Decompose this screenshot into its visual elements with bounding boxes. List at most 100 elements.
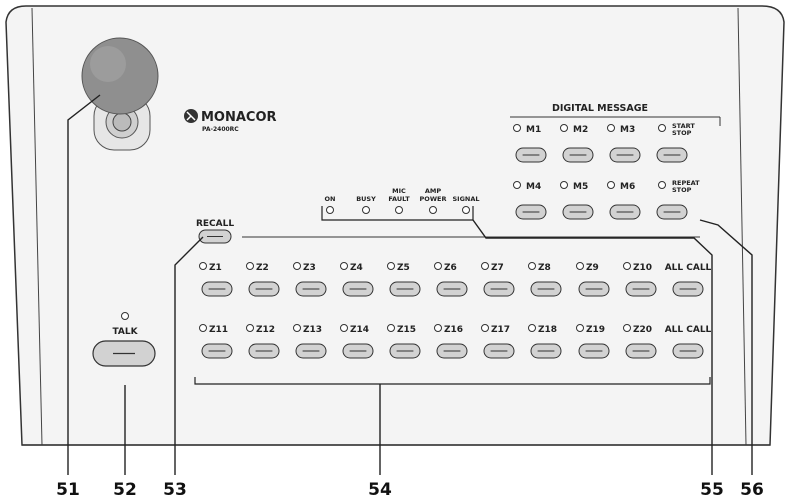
indicator-label-busy: BUSY — [356, 195, 376, 203]
housing-left-edge — [31, 7, 43, 446]
zone-button-z18[interactable] — [530, 343, 562, 359]
zone-led-z19 — [576, 324, 584, 332]
zone-button-z6[interactable] — [436, 281, 468, 297]
zone-label-z9: Z9 — [586, 263, 599, 273]
zone-label-z16: Z16 — [444, 325, 463, 335]
zone-led-z16 — [434, 324, 442, 332]
zone-label-z11: Z11 — [209, 325, 228, 335]
zone-led-z14 — [340, 324, 348, 332]
zone-button-z8[interactable] — [530, 281, 562, 297]
message-led-m3 — [607, 124, 615, 132]
indicator-label-fault: FAULT — [388, 195, 410, 203]
recall-label: RECALL — [196, 219, 234, 229]
message-button-m4[interactable] — [515, 204, 547, 220]
zone-button-z1[interactable] — [201, 281, 233, 297]
message-button-m5[interactable] — [562, 204, 594, 220]
zone-led-z1 — [199, 262, 207, 270]
zone-button-z5[interactable] — [389, 281, 421, 297]
indicator-label-power: POWER — [420, 195, 447, 203]
message-label-repeat-stop-2: STOP — [672, 186, 692, 194]
callout-52: 52 — [113, 480, 137, 500]
callout-56: 56 — [740, 480, 764, 500]
led-signal — [462, 206, 470, 214]
message-button-m6[interactable] — [609, 204, 641, 220]
message-button-m2[interactable] — [562, 147, 594, 163]
zone-button-z4[interactable] — [342, 281, 374, 297]
message-label-m3: M3 — [620, 125, 635, 135]
talk-section: TALK — [92, 312, 156, 367]
zone-button-z17[interactable] — [483, 343, 515, 359]
led-mic-fault — [395, 206, 403, 214]
housing-outline — [5, 5, 785, 446]
all-call-button-row1[interactable] — [672, 281, 704, 297]
callout-55: 55 — [700, 480, 724, 500]
talk-label: TALK — [112, 327, 138, 337]
zone-label-z19: Z19 — [586, 325, 605, 335]
zone-led-z17 — [481, 324, 489, 332]
zone-button-z19[interactable] — [578, 343, 610, 359]
zone-label-z4: Z4 — [350, 263, 363, 273]
zone-button-z11[interactable] — [201, 343, 233, 359]
zone-button-z10[interactable] — [625, 281, 657, 297]
zone-led-z13 — [293, 324, 301, 332]
callout-54: 54 — [368, 480, 392, 500]
zone-button-z15[interactable] — [389, 343, 421, 359]
zone-label-z6: Z6 — [444, 263, 457, 273]
zone-led-z18 — [528, 324, 536, 332]
indicator-label-signal: SIGNAL — [452, 195, 479, 203]
message-led-repeat-stop — [658, 181, 666, 189]
message-button-start-stop[interactable] — [656, 147, 688, 163]
zone-button-z16[interactable] — [436, 343, 468, 359]
zone-button-z9[interactable] — [578, 281, 610, 297]
message-label-m6: M6 — [620, 182, 635, 192]
zone-button-z12[interactable] — [248, 343, 280, 359]
led-busy — [362, 206, 370, 214]
zone-bracket — [194, 377, 711, 385]
message-label-start-stop-1: START — [672, 122, 695, 130]
zone-button-z13[interactable] — [295, 343, 327, 359]
zone-led-z8 — [528, 262, 536, 270]
indicator-label-mic: MIC — [392, 187, 406, 195]
zone-button-z20[interactable] — [625, 343, 657, 359]
all-call-button-row2[interactable] — [672, 343, 704, 359]
all-call-label-row2: ALL CALL — [665, 325, 712, 335]
zone-button-z14[interactable] — [342, 343, 374, 359]
zone-label-z12: Z12 — [256, 325, 275, 335]
message-label-m1: M1 — [526, 125, 541, 135]
zone-button-z7[interactable] — [483, 281, 515, 297]
zone-label-z14: Z14 — [350, 325, 369, 335]
zone-button-z3[interactable] — [295, 281, 327, 297]
gooseneck-microphone[interactable] — [81, 37, 159, 151]
zone-led-z9 — [576, 262, 584, 270]
zone-label-z17: Z17 — [491, 325, 510, 335]
zone-button-z2[interactable] — [248, 281, 280, 297]
message-led-m4 — [513, 181, 521, 189]
led-on — [326, 206, 334, 214]
message-button-repeat-stop[interactable] — [656, 204, 688, 220]
message-label-m4: M4 — [526, 182, 541, 192]
zone-led-z11 — [199, 324, 207, 332]
message-led-m5 — [560, 181, 568, 189]
message-label-start-stop-2: STOP — [672, 129, 692, 137]
message-button-m1[interactable] — [515, 147, 547, 163]
message-led-m6 — [607, 181, 615, 189]
zone-label-z5: Z5 — [397, 263, 410, 273]
zone-led-z10 — [623, 262, 631, 270]
message-label-repeat-stop-1: REPEAT — [672, 179, 700, 187]
zone-label-z13: Z13 — [303, 325, 322, 335]
indicator-label-on: ON — [325, 195, 336, 203]
message-led-m1 — [513, 124, 521, 132]
zone-label-z10: Z10 — [633, 263, 652, 273]
brand-name: MONACOR — [201, 110, 277, 125]
housing-right-edge — [737, 7, 747, 446]
recall-section: RECALL — [196, 219, 700, 244]
zone-led-z5 — [387, 262, 395, 270]
zone-label-z2: Z2 — [256, 263, 269, 273]
message-label-m5: M5 — [573, 182, 588, 192]
message-button-m3[interactable] — [609, 147, 641, 163]
all-call-label-row1: ALL CALL — [665, 263, 712, 273]
zone-label-z8: Z8 — [538, 263, 551, 273]
